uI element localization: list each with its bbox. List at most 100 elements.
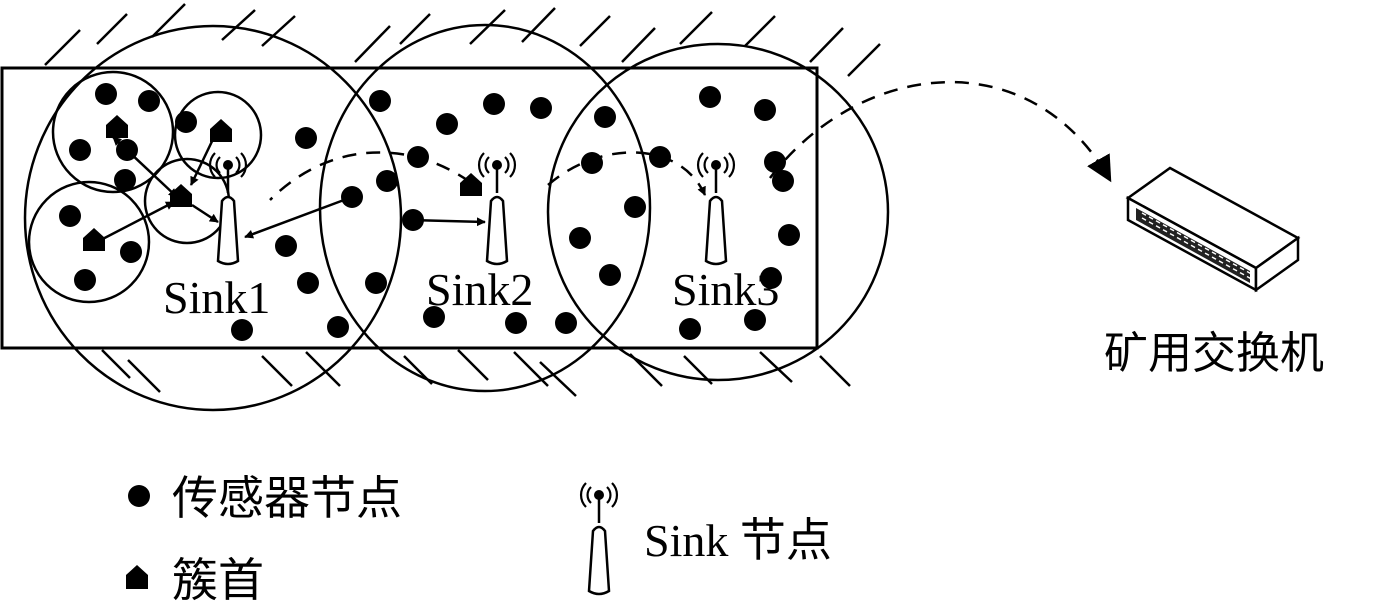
switch-port <box>1211 256 1217 260</box>
sensor-node <box>297 272 319 294</box>
sensor-node <box>116 139 138 161</box>
switch-port <box>1218 255 1224 259</box>
sensor-node <box>555 312 577 334</box>
hatch-line <box>621 27 656 63</box>
switch-port <box>1204 252 1210 256</box>
hatch-line <box>469 9 506 45</box>
hatch-line <box>399 13 431 45</box>
switch-port <box>1197 248 1203 253</box>
sink-icon <box>208 152 248 266</box>
sensor-node <box>569 227 591 249</box>
sink1-coverage <box>23 24 403 412</box>
sensor-node <box>327 316 349 338</box>
link-arrow <box>191 203 219 224</box>
switch-port <box>1176 236 1182 241</box>
legend-sensor-node-label: 传感器节点 <box>172 473 402 524</box>
sensor-node <box>594 106 616 128</box>
sensor-node <box>69 139 91 161</box>
hatch-line <box>744 15 776 47</box>
sensor-node <box>114 169 136 191</box>
sensor-node <box>483 93 505 115</box>
sensor-node <box>649 146 671 168</box>
cluster-head <box>170 184 192 207</box>
switch-port <box>1176 231 1182 236</box>
switch-port <box>1225 259 1231 263</box>
cluster-head <box>106 115 128 138</box>
switch-port <box>1246 275 1252 280</box>
sensor-node <box>231 319 253 341</box>
cluster-head <box>460 173 482 196</box>
sensor-node <box>138 90 160 112</box>
legend-sensor-node-icon <box>128 485 150 507</box>
switch-port <box>1190 244 1196 249</box>
sensor-node <box>581 152 603 174</box>
sink-icon <box>477 152 517 266</box>
sensor-node <box>599 264 621 286</box>
switch-port <box>1162 229 1168 233</box>
switch-port <box>1197 243 1203 248</box>
hatch-line <box>127 359 161 393</box>
switch-port <box>1148 221 1154 225</box>
legend-sink-icon <box>579 482 619 596</box>
sensor-node <box>365 272 387 294</box>
sink-label: Sink3 <box>672 264 779 315</box>
sensor-node <box>175 111 197 133</box>
sensor-node <box>760 267 782 289</box>
hatch-line <box>221 9 256 41</box>
sink2-coverage <box>318 23 652 393</box>
sink-icon <box>696 152 736 266</box>
hatch-line <box>261 15 296 47</box>
switch-port <box>1232 263 1238 267</box>
link-arrows <box>92 132 486 246</box>
sensor-node <box>402 209 424 231</box>
hatch-line <box>101 349 131 379</box>
hatch-line <box>305 351 341 387</box>
switch-port <box>1141 212 1147 216</box>
switch-label: 矿用交换机 <box>1104 329 1324 378</box>
switch-port <box>1246 270 1252 275</box>
hatch-line <box>521 7 556 43</box>
legend: 传感器节点 簇首 Sink 节点 <box>126 473 832 606</box>
switch-port <box>1169 227 1175 232</box>
cluster-head <box>210 119 232 142</box>
hatch-line <box>539 361 577 397</box>
switch-port <box>1155 225 1161 229</box>
switch-port <box>1141 217 1147 221</box>
sensor-node <box>369 90 391 112</box>
switch-port <box>1218 260 1224 264</box>
switch-port <box>1183 235 1189 240</box>
switch-port <box>1169 232 1175 237</box>
hatch-line <box>151 3 186 38</box>
sensor-nodes <box>59 83 800 341</box>
switch-port <box>1162 224 1168 228</box>
switch-port <box>1183 240 1189 245</box>
sensor-node <box>436 113 458 135</box>
hatch-line <box>96 13 128 45</box>
sink-label: Sink2 <box>426 264 533 315</box>
hatch-line <box>679 11 713 45</box>
sensor-node <box>275 235 297 257</box>
sensor-node <box>295 127 317 149</box>
switch-port <box>1211 251 1217 255</box>
sensor-node <box>699 86 721 108</box>
hatch-line <box>809 27 844 63</box>
sink-icon <box>579 482 619 596</box>
sensor-node <box>407 146 429 168</box>
sink3-coverage <box>546 42 890 382</box>
legend-cluster-head-label: 簇首 <box>172 555 264 606</box>
sensor-node <box>120 241 142 263</box>
mine-switch-icon <box>1125 166 1301 293</box>
sensor-node <box>778 224 800 246</box>
sensor-node <box>764 151 786 173</box>
hatch-line <box>354 25 391 63</box>
switch-port <box>1225 264 1231 268</box>
sensor-node <box>423 306 445 328</box>
switch-port <box>1239 271 1245 276</box>
hatch-line <box>44 29 81 66</box>
route-sink3-to-sink2 <box>547 151 707 196</box>
hatch-line <box>819 355 851 387</box>
sensor-node <box>505 312 527 334</box>
sensor-node <box>744 309 766 331</box>
switch-port <box>1148 216 1154 220</box>
